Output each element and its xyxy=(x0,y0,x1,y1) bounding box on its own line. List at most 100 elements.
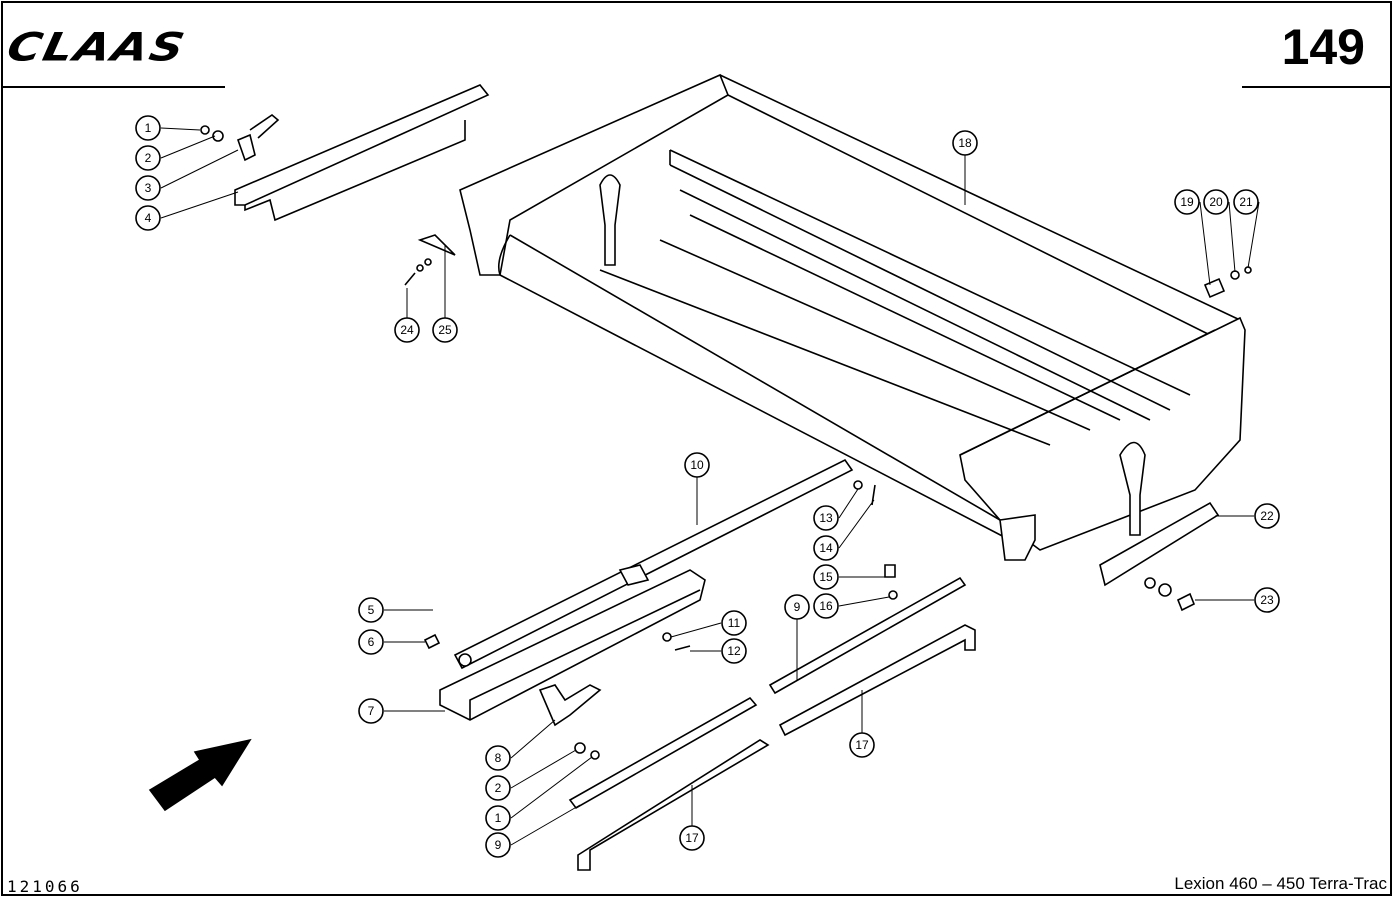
callout-23: 23 xyxy=(1195,587,1280,613)
leader-line xyxy=(160,127,201,131)
callout-circle xyxy=(813,564,839,590)
callout-label: 2 xyxy=(145,151,152,165)
callout-circle xyxy=(813,535,839,561)
callout-12: 12 xyxy=(690,638,747,664)
callout-4: 4 xyxy=(135,191,239,231)
callout-2: 2 xyxy=(485,749,577,801)
callout-circle xyxy=(135,115,161,141)
callout-circle xyxy=(394,317,420,343)
callout-circle xyxy=(485,775,511,801)
callout-label: 17 xyxy=(685,831,699,845)
callout-circle xyxy=(135,175,161,201)
callout-9: 9 xyxy=(784,594,810,680)
callout-25: 25 xyxy=(432,245,458,343)
callout-label: 11 xyxy=(728,616,741,630)
callout-label: 17 xyxy=(855,738,869,752)
callout-circle xyxy=(485,832,511,858)
callout-label: 24 xyxy=(400,323,414,337)
callout-circle xyxy=(684,452,710,478)
callout-10: 10 xyxy=(684,452,710,525)
callout-label: 22 xyxy=(1260,509,1274,523)
callout-19: 19 xyxy=(1174,189,1211,286)
callout-7: 7 xyxy=(358,698,445,724)
leader-line xyxy=(160,149,239,189)
callout-label: 16 xyxy=(819,599,833,613)
leader-line xyxy=(838,596,890,607)
callout-label: 2 xyxy=(495,781,502,795)
callout-label: 9 xyxy=(495,838,502,852)
model-name: Lexion 460 – 450 Terra-Trac xyxy=(1174,874,1387,893)
callout-circle xyxy=(813,505,839,531)
callout-label: 25 xyxy=(438,323,452,337)
callout-22: 22 xyxy=(1215,503,1280,529)
callout-label: 23 xyxy=(1260,593,1274,607)
callout-label: 3 xyxy=(145,181,152,195)
gas-strut xyxy=(423,458,854,670)
callout-circle xyxy=(952,130,978,156)
callout-label: 7 xyxy=(368,704,375,718)
leader-line xyxy=(160,135,216,159)
callout-16: 16 xyxy=(813,593,890,619)
callout-circle xyxy=(784,594,810,620)
callout-circle xyxy=(1203,189,1229,215)
leader-line xyxy=(510,719,556,759)
callout-14: 14 xyxy=(813,499,875,561)
drawing-number: 121066 xyxy=(7,877,83,896)
callout-label: 18 xyxy=(958,136,972,150)
callout-circle xyxy=(358,698,384,724)
callout-8: 8 xyxy=(485,719,556,771)
callout-label: 14 xyxy=(819,541,833,555)
leader-line xyxy=(1199,201,1211,286)
callout-circle xyxy=(358,629,384,655)
callout-24: 24 xyxy=(394,288,420,343)
callout-circle xyxy=(679,825,705,851)
callout-label: 20 xyxy=(1209,195,1223,209)
callout-label: 13 xyxy=(819,511,833,525)
slats xyxy=(568,480,976,871)
leader-line xyxy=(510,756,593,819)
leader-line xyxy=(160,191,239,219)
callout-circle xyxy=(432,317,458,343)
callout-circle xyxy=(485,805,511,831)
callout-circle xyxy=(721,610,747,636)
callout-circle xyxy=(1254,503,1280,529)
callout-label: 1 xyxy=(495,811,502,825)
callout-label: 5 xyxy=(368,603,375,617)
callout-circle xyxy=(135,145,161,171)
callout-17: 17 xyxy=(679,785,705,851)
callout-circle xyxy=(485,745,511,771)
callout-circle xyxy=(1233,189,1259,215)
callout-label: 12 xyxy=(727,644,741,658)
lower-bracket xyxy=(439,569,706,760)
callout-20: 20 xyxy=(1203,189,1236,273)
callout-circle xyxy=(721,638,747,664)
callout-label: 10 xyxy=(690,458,704,472)
callout-circle xyxy=(135,205,161,231)
callout-label: 1 xyxy=(145,121,152,135)
direction-arrow-icon xyxy=(148,738,252,812)
callout-13: 13 xyxy=(813,488,859,531)
callout-circle xyxy=(849,732,875,758)
callout-18: 18 xyxy=(952,130,978,205)
callout-6: 6 xyxy=(358,629,425,655)
callout-9: 9 xyxy=(485,804,581,858)
callout-label: 19 xyxy=(1180,195,1194,209)
callout-5: 5 xyxy=(358,597,433,623)
leader-line xyxy=(838,488,859,519)
callout-label: 21 xyxy=(1239,195,1253,209)
header-rule-right xyxy=(1242,86,1392,88)
callout-17: 17 xyxy=(849,690,875,758)
page-number: 149 xyxy=(1281,19,1365,75)
leader-line xyxy=(670,622,722,638)
callout-label: 6 xyxy=(368,635,375,649)
callout-label: 15 xyxy=(819,570,833,584)
callout-label: 8 xyxy=(495,751,502,765)
callout-15: 15 xyxy=(813,564,885,590)
callout-circle xyxy=(1174,189,1200,215)
header-rule-left xyxy=(3,86,225,88)
upper-rail xyxy=(200,84,490,222)
leader-line xyxy=(838,499,875,549)
